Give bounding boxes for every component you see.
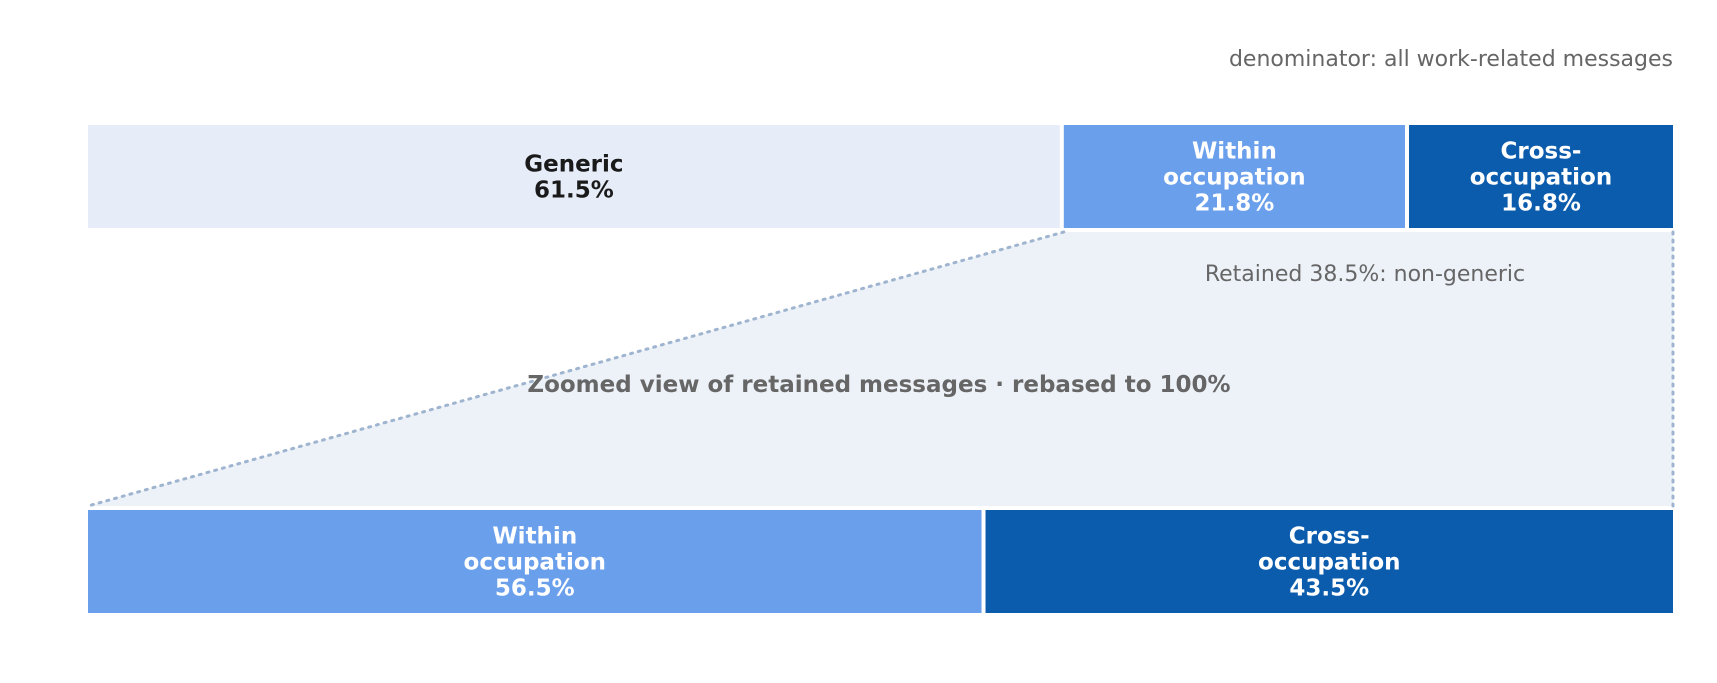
bottom-cross-occupation-segment [985, 510, 1673, 613]
top-within-occupation-segment [1063, 125, 1405, 228]
zoom-label: Zoomed view of retained messages · rebas… [527, 372, 1230, 398]
retained-label: Retained 38.5%: non-generic [1205, 262, 1525, 287]
top-cross-occupation-segment [1408, 125, 1673, 228]
zoom-band [88, 232, 1673, 506]
denominator-note: denominator: all work-related messages [1229, 47, 1673, 72]
bottom-within-occupation-segment [88, 510, 982, 613]
zoom-connector-left [86, 230, 1066, 508]
top-generic-segment [88, 125, 1060, 228]
